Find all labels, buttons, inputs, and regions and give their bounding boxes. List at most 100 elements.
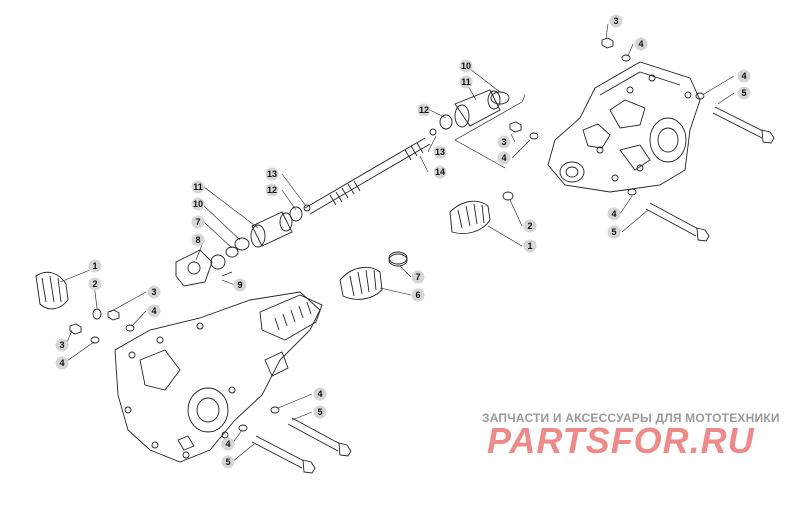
washer: [621, 54, 631, 62]
callout-bubble: [147, 304, 161, 318]
callout-number: 4: [59, 358, 64, 368]
callout-c-10-top: 10: [459, 59, 473, 73]
watermark-tagline: ЗАПЧАСТИ И АКСЕССУАРЫ ДЛЯ МОТОТЕХНИКИ: [482, 411, 780, 425]
callout-c-5-right: 5: [737, 86, 751, 100]
callout-bubble: [313, 387, 327, 401]
callout-number: 11: [461, 77, 471, 87]
callout-bubble: [265, 183, 279, 197]
drive-shaft: [304, 137, 431, 215]
callout-number: 5: [741, 88, 746, 98]
callout-bubble: [221, 455, 235, 469]
callout-bubble: [609, 14, 623, 28]
washer: [90, 336, 100, 344]
callout-number: 10: [193, 199, 203, 209]
callout-number: 2: [92, 279, 97, 289]
callout-c-4-mid-right: 4: [497, 151, 511, 165]
callout-c-13-top: 13: [433, 145, 447, 159]
callout-c-4-bottom-left: 4: [221, 437, 235, 451]
callout-c-11-mid: 11: [191, 180, 205, 194]
callout-c-4-top-right: 4: [634, 37, 648, 51]
callout-bubble: [191, 197, 205, 211]
callout-bubble: [191, 215, 205, 229]
rear-bolt-lower: [645, 202, 710, 242]
callout-c-9: 9: [233, 278, 247, 292]
callout-number: 4: [151, 306, 156, 316]
nut: [69, 323, 82, 335]
callout-bubble: [233, 278, 247, 292]
washer: [125, 324, 135, 332]
callout-c-7-right-mid: 7: [411, 270, 425, 284]
callout-bubble: [607, 225, 621, 239]
washer: [695, 92, 705, 100]
callout-c-7-mid: 7: [191, 215, 205, 229]
callout-number: 4: [611, 209, 616, 219]
nut: [601, 37, 614, 49]
callout-number: 2: [527, 221, 532, 231]
left-boot: [35, 271, 69, 310]
callout-number: 3: [613, 16, 618, 26]
callout-number: 4: [741, 71, 746, 81]
callout-c-12-top: 12: [417, 103, 431, 117]
callout-c-3-mid-right: 3: [497, 135, 511, 149]
callout-c-5-low-right: 5: [607, 225, 621, 239]
callout-c-4-far-left: 4: [55, 356, 69, 370]
callout-number: 3: [501, 137, 506, 147]
callout-bubble: [607, 207, 621, 221]
callout-c-4-right: 4: [737, 69, 751, 83]
callout-number: 3: [151, 287, 156, 297]
callout-number: 11: [193, 182, 203, 192]
callout-c-11-top: 11: [459, 75, 473, 89]
callout-bubble: [191, 180, 205, 194]
rear-boot: [449, 200, 491, 234]
callout-number: 5: [225, 457, 230, 467]
callout-c-8: 8: [191, 233, 205, 247]
callout-c-6: 6: [411, 288, 425, 302]
callout-bubble: [737, 69, 751, 83]
callout-number: 8: [195, 235, 200, 245]
callout-bubble: [433, 145, 447, 159]
callout-bubble: [411, 270, 425, 284]
callout-bubble: [147, 285, 161, 299]
callout-c-3-left: 3: [147, 285, 161, 299]
callout-bubble: [497, 135, 511, 149]
callout-bubble: [417, 103, 431, 117]
front-gearcase: [114, 291, 323, 463]
callout-c-4-bottom-mid: 4: [313, 387, 327, 401]
callout-number: 5: [317, 407, 322, 417]
washer: [238, 424, 248, 432]
callout-c-5-bottom-mid: 5: [313, 405, 327, 419]
callout-bubble: [459, 75, 473, 89]
callout-labels: 3445101112131434214513121110789761234344…: [55, 14, 751, 469]
callout-number: 7: [415, 272, 420, 282]
callout-c-14: 14: [433, 165, 447, 179]
callout-number: 3: [59, 340, 64, 350]
callout-bubble: [88, 259, 102, 273]
callout-c-10-mid: 10: [191, 197, 205, 211]
washer: [627, 188, 637, 196]
callout-bubble: [523, 239, 537, 253]
callout-bubble: [411, 288, 425, 302]
washer: [529, 132, 539, 140]
callout-bubble: [265, 167, 279, 181]
callout-c-5-bottom-left: 5: [221, 455, 235, 469]
callout-number: 13: [267, 169, 277, 179]
callout-bubble: [191, 233, 205, 247]
callout-number: 12: [267, 185, 277, 195]
boot-clamp: [92, 308, 102, 320]
rear-bolt-upper: [712, 106, 775, 144]
callout-c-4-low-right: 4: [607, 207, 621, 221]
callout-number: 12: [419, 105, 429, 115]
callout-c-4-left: 4: [147, 304, 161, 318]
callout-bubble: [55, 338, 69, 352]
callout-bubble: [737, 86, 751, 100]
callout-number: 5: [611, 227, 616, 237]
callout-number: 4: [225, 439, 230, 449]
callout-bubble: [497, 151, 511, 165]
callout-c-13-mid: 13: [265, 167, 279, 181]
callout-number: 13: [435, 147, 445, 157]
callout-number: 1: [527, 241, 532, 251]
callout-number: 14: [435, 167, 445, 177]
front-bolt-lower: [251, 435, 316, 474]
callout-bubble: [634, 37, 648, 51]
